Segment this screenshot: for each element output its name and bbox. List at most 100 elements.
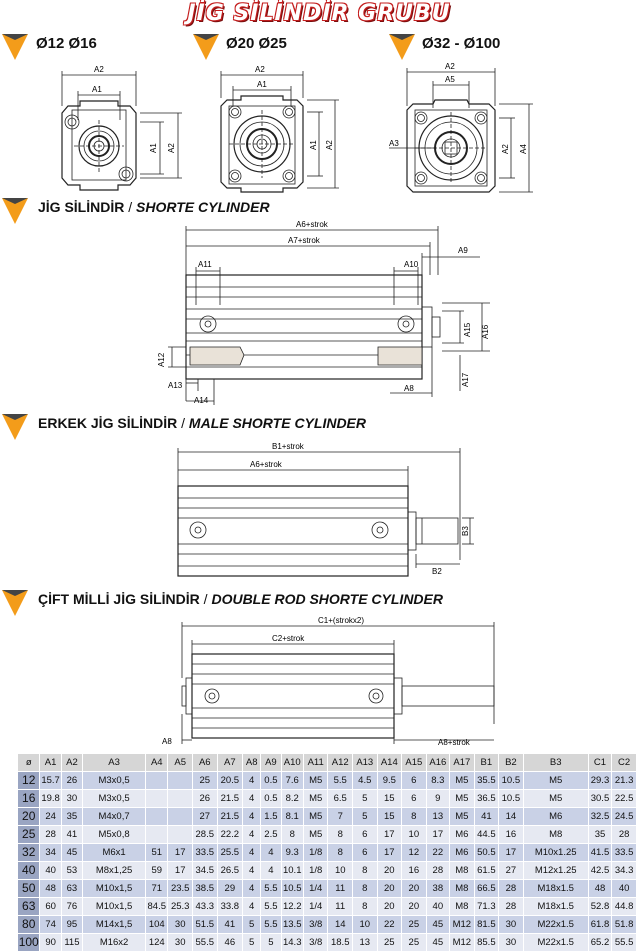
table-cell: 16 [498,825,524,844]
table-cell: 8 [401,807,427,826]
table-cell: M5 [449,789,475,808]
table-cell: 45 [425,915,451,934]
table-cell: 18.5 [327,933,353,952]
column-header: A6 [191,753,218,772]
dim-a11: A11 [198,260,212,269]
table-cell: M8 [449,879,475,898]
table-cell [145,789,169,808]
column-header: C1 [587,753,613,772]
dim-a14: A14 [194,396,209,405]
dim-a2: A2 [94,65,104,74]
table-cell: 6 [352,843,378,862]
table-cell: 5 [260,933,282,952]
dim-a1: A1 [257,80,267,89]
table-cell: 10.1 [280,861,304,880]
table-cell: 26 [60,771,84,790]
table-cell: 2.5 [260,825,282,844]
table-cell: 10.5 [498,789,524,808]
table-cell: 8.2 [280,789,304,808]
table-cell: 13 [352,933,378,952]
table-cell: 26 [191,789,218,808]
table-cell: 51.8 [611,915,637,934]
table-cell: 25 [376,933,403,952]
column-header: A1 [39,753,62,772]
table-cell: 6 [352,825,378,844]
table-cell: 21.5 [216,807,244,826]
table-cell: 9 [425,789,451,808]
table-cell: 40 [39,861,62,880]
table-cell: 8.1 [280,807,304,826]
bore-diameter-cell: 40 [16,861,41,880]
table-cell: 34.3 [611,861,637,880]
table-cell: M12 [449,933,475,952]
table-cell: 44.8 [611,897,637,916]
table-cell: 33.5 [191,843,218,862]
table-cell: 48 [587,879,613,898]
table-cell: 1/4 [302,897,329,916]
dim-a1: A1 [92,85,102,94]
front-view-32-100: A2 A5 A3 A2 A4 [389,62,533,193]
table-cell: 30 [167,915,193,934]
table-cell: 12.2 [280,897,304,916]
table-cell: 115 [60,933,84,952]
table-cell [167,807,193,826]
section-male-shorte-cylinder: ERKEK JİG SİLİNDİR / MALE SHORTE CYLINDE… [38,415,367,431]
table-cell: 32.5 [587,807,613,826]
dim-b1-strok: B1+strok [272,442,305,451]
table-cell: 20 [376,897,403,916]
table-cell: M5 [449,771,475,790]
table-cell: 4 [260,843,282,862]
table-cell: 20.5 [216,771,244,790]
table-cell: M5 [302,771,329,790]
bore-diameter-cell: 12 [16,771,41,790]
table-cell: 5 [242,933,262,952]
table-cell: 17 [425,825,451,844]
column-header: A3 [82,753,147,772]
table-cell: 44.5 [473,825,500,844]
table-cell: M5 [302,789,329,808]
table-cell: 9.5 [376,771,403,790]
table-cell: 4 [260,861,282,880]
page-title: JİG SİLİNDİR GRUBU [187,1,451,26]
table-cell: 6 [401,789,427,808]
table-cell: 17 [376,825,403,844]
table-cell: 12 [401,843,427,862]
table-cell: 5 [352,789,378,808]
bore-diameter-cell: 16 [16,789,41,808]
table-cell: M8x1,25 [82,861,147,880]
table-cell: M5 [522,789,589,808]
table-cell: 23.5 [167,879,193,898]
table-cell [145,807,169,826]
dim-c1-strokx2: C1+(strokx2) [318,616,364,625]
dim-a9: A9 [458,246,468,255]
dim-a8: A8 [404,384,414,393]
table-cell: 85.5 [473,933,500,952]
table-cell: 0.5 [260,789,282,808]
dim-a2: A2 [167,143,176,153]
table-cell: 124 [145,933,169,952]
dim-b2: B2 [432,567,442,576]
table-cell: 65.2 [587,933,613,952]
table-cell: 4 [242,861,262,880]
table-cell: 4 [242,879,262,898]
table-cell: 25 [401,915,427,934]
dim-a1: A1 [149,143,158,153]
bore-diameter-cell: 63 [16,897,41,916]
table-cell: M6x1 [82,843,147,862]
table-cell: 48 [39,879,62,898]
table-cell: 17 [167,843,193,862]
table-cell: 35 [587,825,613,844]
bore-diameter-cell: 32 [16,843,41,862]
shorte-cylinder-drawing: A6+strok A7+strok A9 A11 A10 A15 A16 A12… [157,220,490,405]
table-cell: 8 [352,861,378,880]
table-cell: 95 [60,915,84,934]
table-cell: 30 [498,933,524,952]
table-cell: 104 [145,915,169,934]
table-cell: 21.5 [216,789,244,808]
table-cell: M8 [449,861,475,880]
size-group-12-16: Ø12 Ø16 [36,35,97,52]
dim-a2: A2 [255,65,265,74]
table-cell: M5 [302,825,329,844]
